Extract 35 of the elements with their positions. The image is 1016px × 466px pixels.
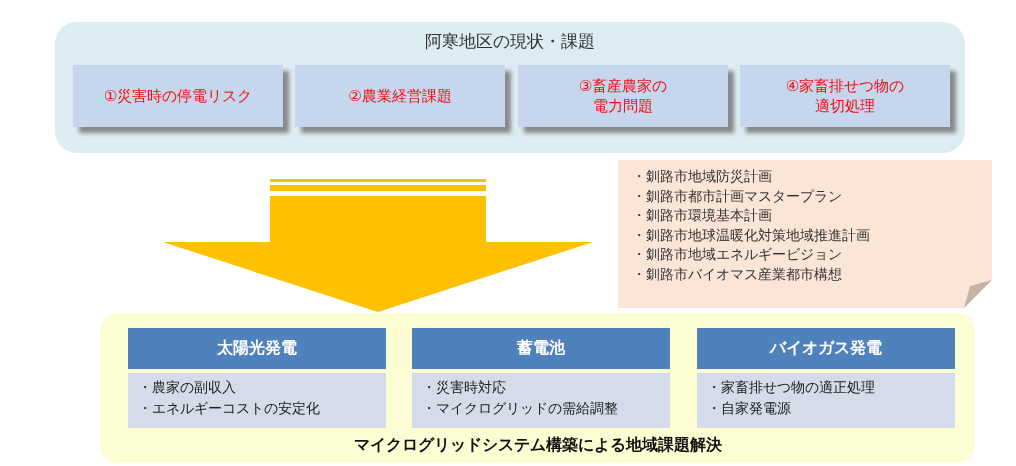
list-item: ・釧路市環境基本計画 bbox=[632, 207, 772, 225]
issue-box bbox=[740, 65, 950, 127]
list-item: ・釧路市地球温暖化対策地域推進計画 bbox=[632, 226, 870, 245]
list-item: ・災害時対応 bbox=[422, 379, 506, 397]
issue-box bbox=[518, 65, 728, 127]
issues-panel bbox=[55, 22, 965, 153]
list-item: ・釧路市地域エネルギービジョン bbox=[632, 246, 842, 264]
list-box bbox=[128, 373, 386, 428]
issue-text: ②農業経営課題 bbox=[347, 86, 453, 106]
list-box bbox=[412, 373, 670, 428]
panel-title: 阿寒地区の現状・課題 bbox=[424, 30, 596, 53]
list-item: ・釧路市バイオマス産業都市構想 bbox=[632, 265, 842, 284]
header-text: 蓄電池 bbox=[517, 338, 565, 359]
block-arrow bbox=[163, 179, 593, 312]
issue-box bbox=[295, 65, 505, 127]
header-text: 太陽光発電 bbox=[217, 338, 297, 359]
header-box bbox=[412, 328, 670, 369]
list-item: ・家畜排せつ物の適正処理 bbox=[707, 379, 875, 397]
issue-text: ④家畜排せつ物の適切処理 bbox=[784, 76, 906, 116]
list-item: ・マイクログリッドの需給調整 bbox=[422, 400, 618, 418]
solution-panel bbox=[100, 313, 975, 463]
header-box bbox=[697, 328, 955, 369]
issue-text: ③畜産農家の電力問題 bbox=[577, 76, 669, 116]
list-item: ・自家発電源 bbox=[707, 400, 791, 418]
list-item: ・釧路市地域防災計画 bbox=[632, 168, 772, 186]
issue-box bbox=[73, 65, 283, 127]
note-card bbox=[618, 160, 992, 308]
panel-title: マイクログリッドシステム構築による地域課題解決 bbox=[352, 435, 723, 456]
list-item: ・エネルギーコストの安定化 bbox=[138, 400, 320, 418]
header-box bbox=[128, 328, 386, 369]
list-item: ・農家の副収入 bbox=[138, 379, 236, 397]
list-box bbox=[697, 373, 955, 428]
issue-text: ①災害時の停電リスク bbox=[102, 86, 254, 106]
header-text: バイオガス発電 bbox=[770, 338, 882, 359]
list-item: ・釧路市都市計画マスタープラン bbox=[632, 187, 842, 206]
